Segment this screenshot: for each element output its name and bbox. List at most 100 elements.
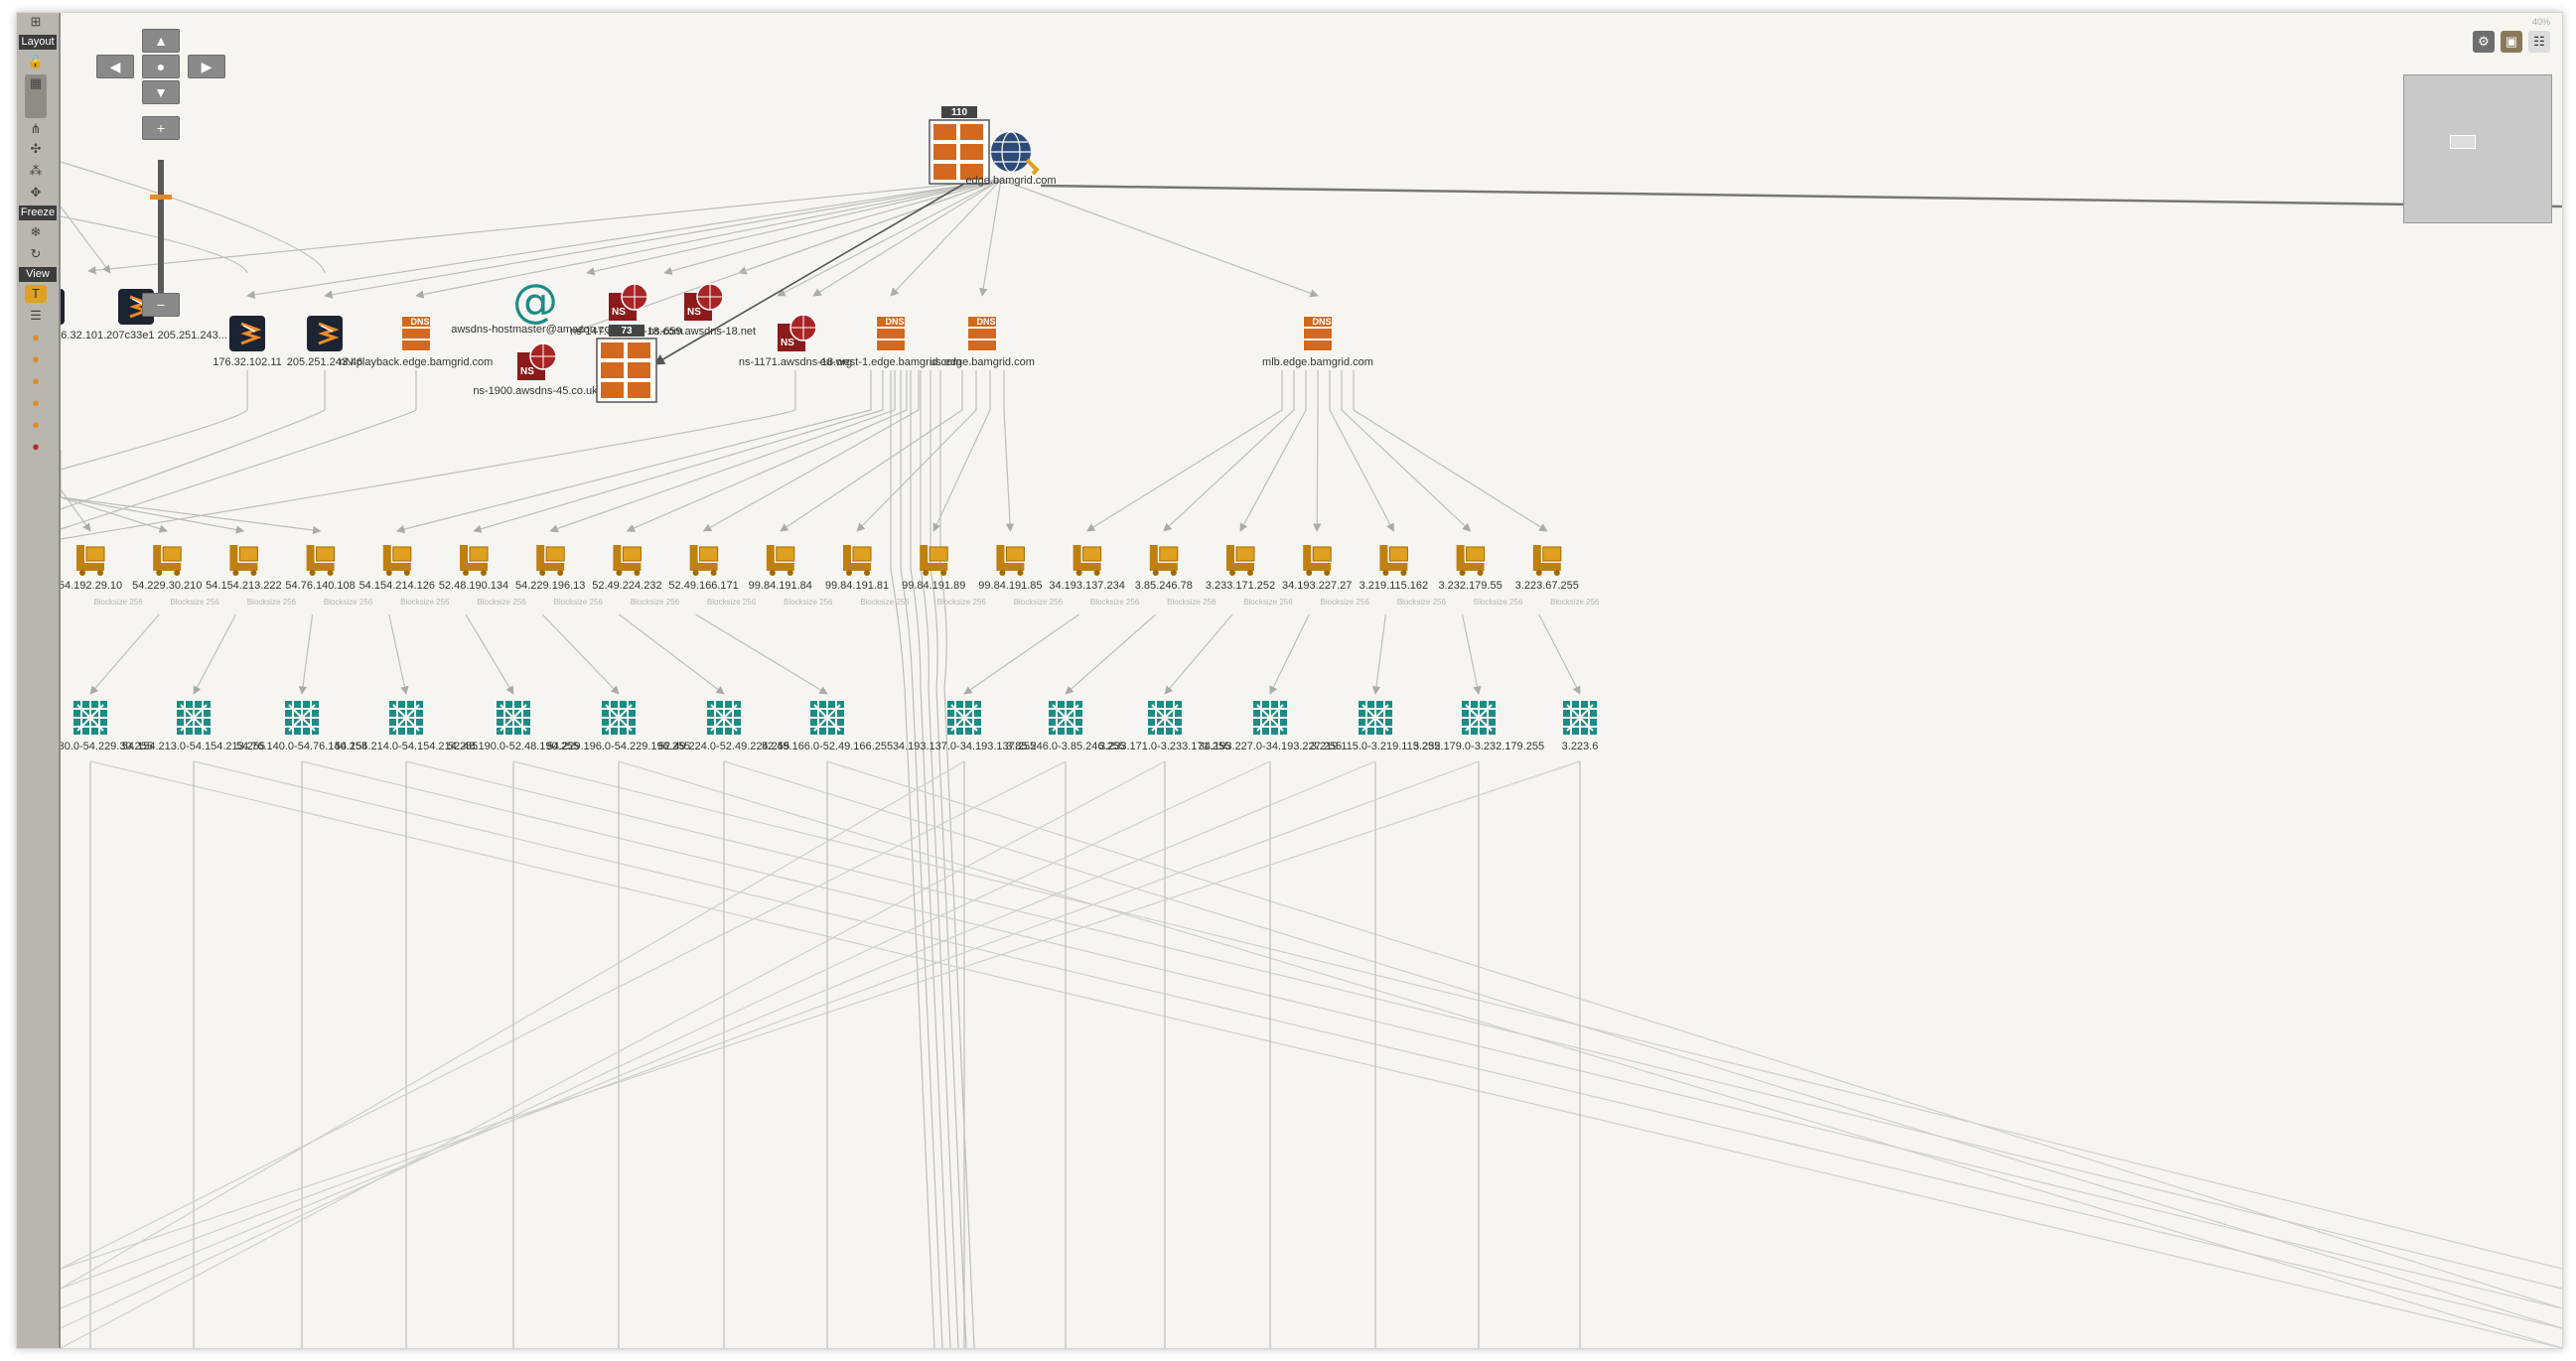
minimap-viewport[interactable] <box>2450 135 2476 149</box>
graph-edge[interactable] <box>890 179 1002 297</box>
graph-edge[interactable] <box>61 760 1480 1290</box>
graph-edge[interactable] <box>826 760 2562 1309</box>
graph-edge[interactable] <box>298 613 314 695</box>
graph-edge[interactable] <box>61 205 111 274</box>
degree-view-icon[interactable]: ● <box>32 351 40 366</box>
zoom-out-button[interactable]: − <box>142 293 180 317</box>
graph-edge[interactable] <box>61 370 248 471</box>
graph-edge[interactable] <box>1462 613 1482 695</box>
ip-node-icon[interactable] <box>766 545 795 576</box>
interactive-layout-icon[interactable]: ✥ <box>30 185 42 200</box>
graph-edge[interactable] <box>61 450 91 532</box>
ip-node-icon[interactable] <box>996 545 1025 576</box>
closeness-view-icon[interactable]: ● <box>32 395 40 410</box>
graph-edge[interactable] <box>61 760 965 1290</box>
graph-edge[interactable] <box>910 370 951 1348</box>
graph-edge[interactable] <box>61 370 796 540</box>
graph-edge[interactable] <box>653 173 982 365</box>
graph-edge[interactable] <box>61 161 326 274</box>
graph-edge[interactable] <box>1371 613 1386 695</box>
ip-node-icon[interactable] <box>76 545 105 576</box>
graph-edge[interactable] <box>61 760 1376 1309</box>
graph-edge[interactable] <box>1065 613 1157 695</box>
netblock-node-icon[interactable] <box>285 701 319 735</box>
zoom-slider-handle[interactable] <box>150 195 172 200</box>
dns-node-icon[interactable]: DNS <box>967 316 997 351</box>
netblock-node-icon[interactable] <box>1148 701 1182 735</box>
pan-down-button[interactable]: ▼ <box>142 80 180 104</box>
graph-edge[interactable] <box>1353 370 1548 532</box>
graph-edge[interactable] <box>890 370 935 1348</box>
dns-node-icon[interactable]: DNS <box>401 316 431 351</box>
dnsgroup-node-icon[interactable]: 110 <box>929 106 990 185</box>
toolbar-top-icon[interactable]: ⊞ <box>30 14 42 29</box>
graph-edge[interactable] <box>324 179 1002 299</box>
graph-edge[interactable] <box>618 760 2562 1348</box>
graph-edge[interactable] <box>812 179 1002 297</box>
entity-view-icon[interactable]: ● <box>32 439 40 454</box>
graph-edge[interactable] <box>920 370 959 1348</box>
palette-icon[interactable]: ▣ <box>2501 31 2522 53</box>
graph-edge[interactable] <box>1269 613 1310 695</box>
graph-edge[interactable] <box>702 370 920 532</box>
refresh-icon[interactable]: ↻ <box>30 246 42 261</box>
overview-minimap[interactable] <box>2403 74 2552 223</box>
ip-node-icon[interactable] <box>382 545 412 576</box>
graph-edge[interactable] <box>61 215 248 274</box>
ip-node-icon[interactable] <box>920 545 948 576</box>
graph-edge[interactable] <box>61 370 326 510</box>
ip-node-icon[interactable] <box>229 545 258 576</box>
main-view-icon[interactable]: T <box>25 285 47 303</box>
bubble-view-icon[interactable]: ● <box>32 330 40 344</box>
graph-edge[interactable] <box>87 179 1002 275</box>
cert-node-icon[interactable] <box>61 289 65 325</box>
ip-node-icon[interactable] <box>689 545 719 576</box>
graph-edge[interactable] <box>61 760 1581 1270</box>
graph-edge[interactable] <box>780 370 963 532</box>
graph-edge[interactable] <box>395 370 872 534</box>
ip-node-icon[interactable] <box>306 545 336 576</box>
graph-edge[interactable] <box>512 760 2562 1270</box>
zoom-slider-track[interactable] <box>158 160 164 303</box>
lock-icon[interactable]: 🔓 <box>27 54 45 68</box>
ns-node-icon[interactable]: NS <box>778 314 817 351</box>
netblock-node-icon[interactable] <box>810 701 844 735</box>
hierarchy-layout-icon[interactable]: ⋔ <box>30 121 42 136</box>
graph-edge[interactable] <box>405 760 2562 1290</box>
betweenness-view-icon[interactable]: ● <box>32 373 40 388</box>
graph-edge[interactable] <box>61 491 322 535</box>
at-node-icon[interactable]: @ <box>512 274 558 328</box>
dns-node-icon[interactable]: DNS <box>1303 316 1333 351</box>
graph-edge[interactable] <box>856 370 977 532</box>
graph-edge[interactable] <box>576 179 1002 333</box>
graph-edge[interactable] <box>1341 370 1472 532</box>
graph-edge[interactable] <box>61 477 245 534</box>
graph-edge[interactable] <box>473 370 884 533</box>
netblock-node-icon[interactable] <box>1253 701 1287 735</box>
graph-edge[interactable] <box>1003 370 1015 532</box>
cert-node-icon[interactable] <box>229 316 265 351</box>
graph-edge[interactable] <box>541 613 620 695</box>
ip-node-icon[interactable] <box>1149 545 1179 576</box>
graph-edge[interactable] <box>1163 370 1295 532</box>
ip-node-icon[interactable] <box>1226 545 1255 576</box>
netblock-node-icon[interactable] <box>707 701 741 735</box>
ns-node-icon[interactable]: NS <box>684 283 724 321</box>
netblock-node-icon[interactable] <box>497 701 530 735</box>
netblock-node-icon[interactable] <box>389 701 423 735</box>
graph-edge[interactable] <box>979 179 1002 297</box>
graph-edge[interactable] <box>619 613 725 695</box>
ip-node-icon[interactable] <box>1073 545 1102 576</box>
graph-edge[interactable] <box>193 613 236 695</box>
graph-edge[interactable] <box>586 179 1002 276</box>
graph-edge[interactable] <box>1040 184 2562 208</box>
details-list-icon[interactable]: ☷ <box>2528 31 2550 53</box>
globe-node-icon[interactable] <box>991 131 1040 176</box>
netblock-node-icon[interactable] <box>73 701 107 735</box>
graph-edge[interactable] <box>1329 370 1394 532</box>
organic-layout-icon[interactable]: ⁂ <box>29 163 43 178</box>
netblock-node-icon[interactable] <box>602 701 636 735</box>
cert-node-icon[interactable] <box>307 316 343 351</box>
zoom-in-button[interactable]: + <box>142 116 180 140</box>
ip-node-icon[interactable] <box>460 545 489 576</box>
